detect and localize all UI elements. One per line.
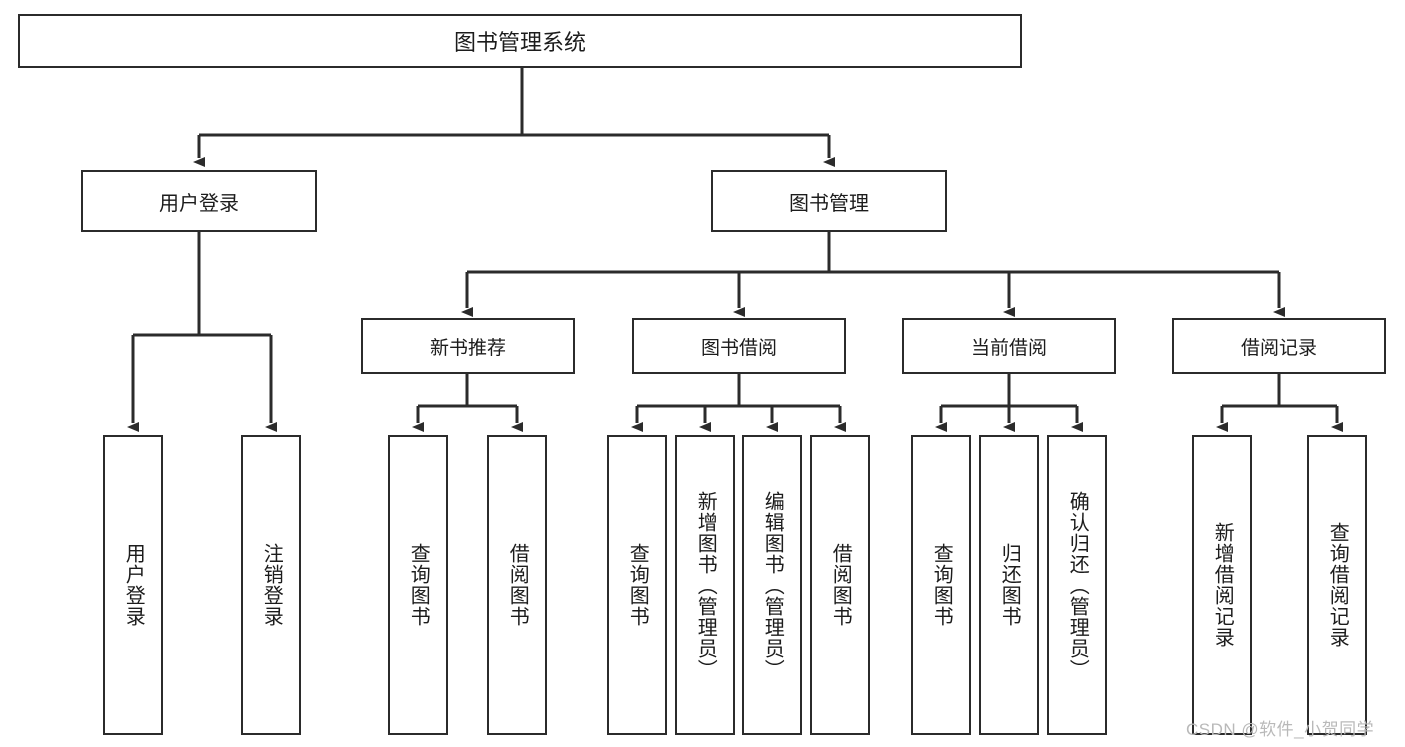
leaf-query-borrow-record[interactable]: 查询借阅记录: [1307, 435, 1367, 735]
node-book-management-label: 图书管理: [789, 192, 869, 215]
leaf-add-borrow-record[interactable]: 新增借阅记录: [1192, 435, 1252, 735]
leaf-query-book-borrow[interactable]: 查询图书: [607, 435, 667, 735]
leaf-query-book-current[interactable]: 查询图书: [911, 435, 971, 735]
leaf-return-book[interactable]: 归还图书: [979, 435, 1039, 735]
node-borrow-record-label: 借阅记录: [1240, 337, 1317, 359]
leaf-query-book-new[interactable]: 查询图书: [388, 435, 448, 735]
leaf-add-borrow-record-label: 新增借阅记录: [1211, 522, 1234, 648]
leaf-logout-label: 注销登录: [260, 543, 283, 627]
node-root-label: 图书管理系统: [453, 30, 586, 55]
node-user-login-label: 用户登录: [159, 192, 239, 215]
node-root[interactable]: 图书管理系统: [18, 14, 1022, 68]
leaf-user-login-label: 用户登录: [122, 543, 145, 627]
leaf-confirm-return-admin[interactable]: 确认归还（管理员）: [1047, 435, 1107, 735]
leaf-borrow-book-new[interactable]: 借阅图书: [487, 435, 547, 735]
leaf-borrow-book[interactable]: 借阅图书: [810, 435, 870, 735]
node-book-borrow[interactable]: 图书借阅: [632, 318, 846, 374]
node-borrow-record[interactable]: 借阅记录: [1172, 318, 1386, 374]
leaf-query-borrow-record-label: 查询借阅记录: [1326, 522, 1349, 648]
leaf-borrow-book-new-label: 借阅图书: [506, 543, 529, 627]
leaf-logout[interactable]: 注销登录: [241, 435, 301, 735]
leaf-borrow-book-label: 借阅图书: [829, 543, 852, 627]
leaf-edit-book-admin-label: 编辑图书（管理员）: [761, 490, 784, 680]
node-book-management[interactable]: 图书管理: [711, 170, 947, 232]
node-user-login[interactable]: 用户登录: [81, 170, 317, 232]
node-current-borrow-label: 当前借阅: [970, 337, 1047, 359]
node-book-borrow-label: 图书借阅: [700, 337, 777, 359]
leaf-query-book-borrow-label: 查询图书: [626, 543, 649, 627]
leaf-add-book-admin-label: 新增图书（管理员）: [694, 490, 717, 680]
leaf-return-book-label: 归还图书: [998, 543, 1021, 627]
csdn-watermark: CSDN @软件_小贺同学: [1186, 720, 1375, 739]
leaf-confirm-return-admin-label: 确认归还（管理员）: [1066, 490, 1089, 680]
leaf-edit-book-admin[interactable]: 编辑图书（管理员）: [742, 435, 802, 735]
leaf-add-book-admin[interactable]: 新增图书（管理员）: [675, 435, 735, 735]
leaf-query-book-new-label: 查询图书: [407, 543, 430, 627]
node-current-borrow[interactable]: 当前借阅: [902, 318, 1116, 374]
node-new-book-recommend[interactable]: 新书推荐: [361, 318, 575, 374]
leaf-user-login[interactable]: 用户登录: [103, 435, 163, 735]
leaf-query-book-current-label: 查询图书: [930, 543, 953, 627]
node-new-book-recommend-label: 新书推荐: [429, 337, 506, 359]
